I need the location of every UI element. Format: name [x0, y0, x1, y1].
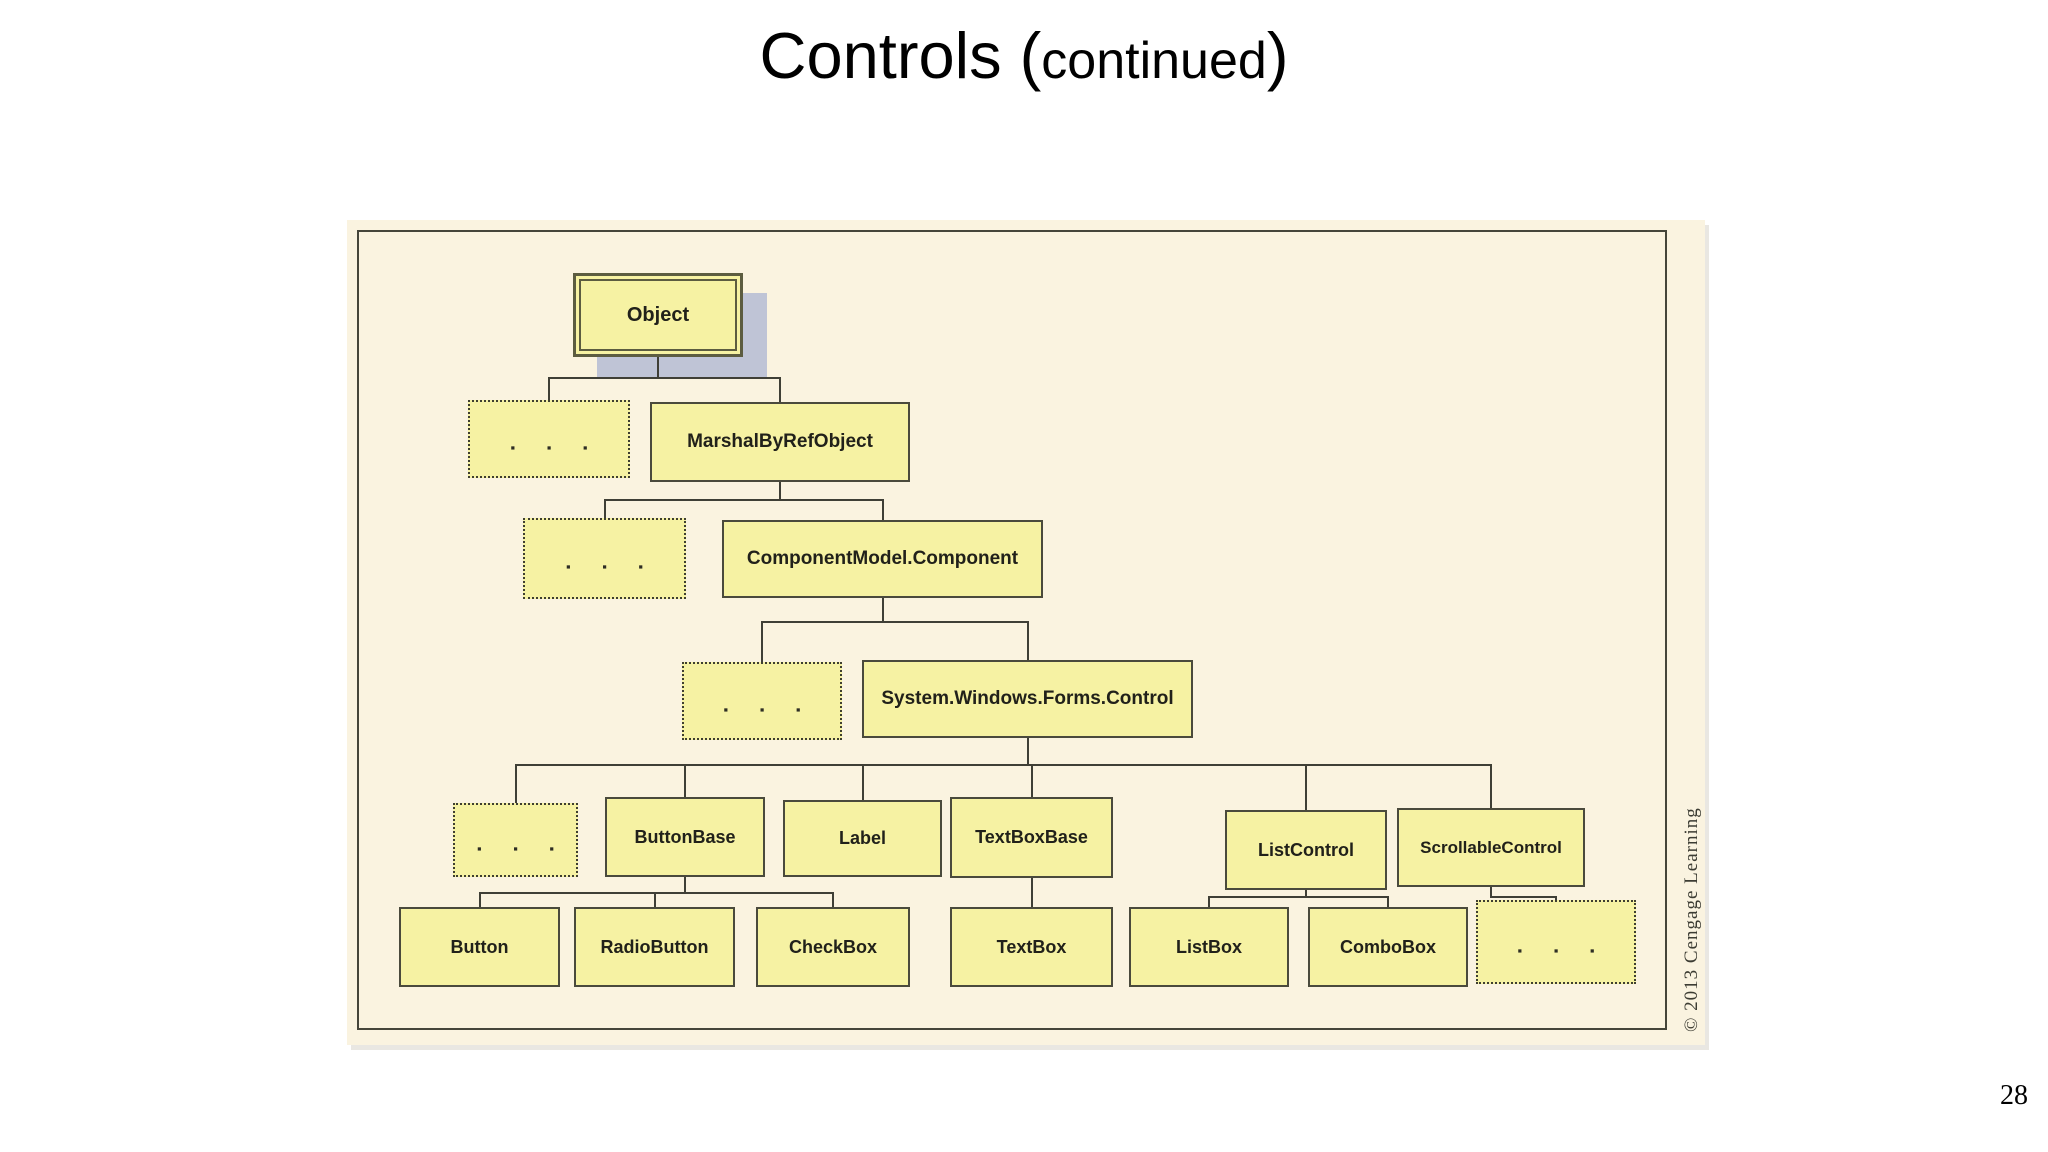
- node-dots1: ▪ ▪ ▪: [468, 400, 630, 478]
- node-textbox: TextBox: [950, 907, 1113, 987]
- connector-segment: [1031, 895, 1033, 907]
- node-textboxbase: TextBoxBase: [950, 797, 1113, 878]
- connector-segment: [1208, 896, 1389, 898]
- page-number: 28: [2000, 1080, 2028, 1111]
- node-listbox: ListBox: [1129, 907, 1289, 987]
- node-component: ComponentModel.Component: [722, 520, 1043, 598]
- connector-segment: [1305, 765, 1307, 810]
- title-sub-text: continued: [1041, 32, 1267, 90]
- connector-segment: [684, 765, 686, 797]
- connector-segment: [1305, 890, 1307, 897]
- node-buttonbase: ButtonBase: [605, 797, 765, 877]
- node-object-label: Object: [579, 279, 737, 351]
- node-label: Label: [783, 800, 942, 877]
- connector-segment: [604, 500, 606, 518]
- node-combobox: ComboBox: [1308, 907, 1468, 987]
- connector-segment: [684, 877, 686, 893]
- connector-segment: [1490, 896, 1557, 898]
- diagram-frame: [357, 230, 1667, 1030]
- connector-segment: [515, 765, 517, 803]
- connector-segment: [779, 482, 781, 500]
- page-title: Controls (continued): [0, 18, 2048, 93]
- node-marshal: MarshalByRefObject: [650, 402, 910, 482]
- connector-segment: [761, 622, 763, 662]
- connector-segment: [1490, 887, 1492, 897]
- connector-segment: [1031, 878, 1033, 895]
- connector-segment: [515, 764, 1492, 766]
- node-dots3: ▪ ▪ ▪: [682, 662, 842, 740]
- connector-segment: [1555, 897, 1557, 900]
- connector-segment: [779, 378, 781, 402]
- node-checkbox: CheckBox: [756, 907, 910, 987]
- node-swfc: System.Windows.Forms.Control: [862, 660, 1193, 738]
- connector-segment: [479, 893, 481, 907]
- connector-segment: [1031, 765, 1033, 797]
- connector-segment: [832, 893, 834, 907]
- node-button: Button: [399, 907, 560, 987]
- connector-segment: [479, 892, 834, 894]
- connector-segment: [1208, 897, 1210, 907]
- connector-segment: [882, 598, 884, 622]
- connector-segment: [1490, 765, 1492, 808]
- node-scrollablecontrol: ScrollableControl: [1397, 808, 1585, 887]
- node-dots4: ▪ ▪ ▪: [453, 803, 578, 877]
- connector-segment: [657, 357, 659, 378]
- title-main-text: Controls (: [759, 19, 1042, 92]
- connector-segment: [882, 500, 884, 520]
- connector-segment: [1387, 897, 1389, 907]
- node-listcontrol: ListControl: [1225, 810, 1387, 890]
- copyright-vertical-text: © 2013 Cengage Learning: [1681, 807, 1702, 1032]
- connector-segment: [1027, 622, 1029, 660]
- connector-segment: [761, 621, 1029, 623]
- node-dots5: ▪ ▪ ▪: [1476, 900, 1636, 984]
- connector-segment: [654, 893, 656, 907]
- title-close-paren: ): [1266, 19, 1289, 92]
- connector-segment: [548, 377, 781, 379]
- connector-segment: [604, 499, 884, 501]
- node-dots2: ▪ ▪ ▪: [523, 518, 686, 599]
- connector-segment: [1027, 738, 1029, 765]
- connector-segment: [862, 765, 864, 800]
- node-object: Object: [573, 273, 743, 357]
- connector-segment: [548, 378, 550, 400]
- node-radiobutton: RadioButton: [574, 907, 735, 987]
